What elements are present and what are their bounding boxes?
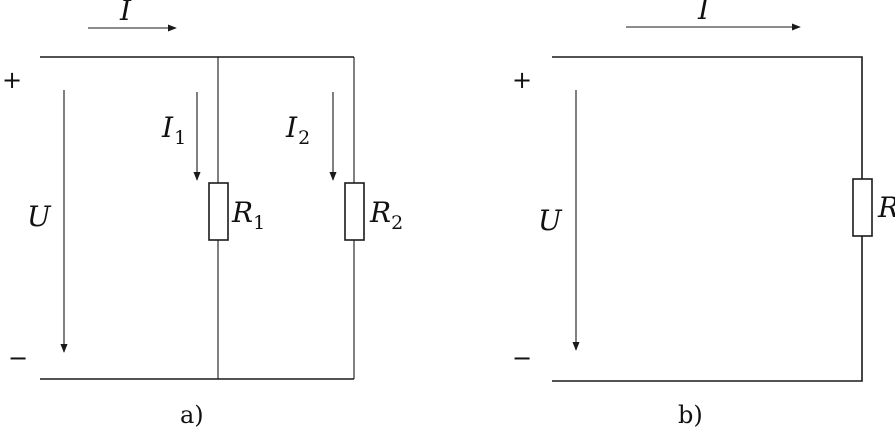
plus-terminal-a: +	[2, 66, 22, 94]
resistor-r-label: R	[877, 191, 895, 224]
minus-terminal-a: −	[8, 344, 28, 372]
caption-a: a)	[180, 401, 204, 429]
resistor-r1-label: R1	[231, 196, 265, 234]
diagram-b-equivalent-circuit: I R U + − b)	[512, 0, 895, 429]
resistor-r2	[344, 182, 365, 241]
minus-terminal-b: −	[512, 344, 532, 372]
branch-2-current-label: I2	[285, 111, 310, 149]
resistor-r2-label: R2	[369, 196, 403, 234]
diagram-a-parallel-circuit: I I1 I2 R1 R2 U + − a)	[2, 0, 403, 429]
plus-terminal-b: +	[512, 66, 532, 94]
loop-wire-b	[552, 56, 863, 382]
main-current-label-a: I	[119, 0, 132, 27]
resistor-r	[852, 178, 873, 237]
voltage-label-a: U	[27, 200, 52, 233]
caption-b: b)	[678, 401, 703, 429]
branch-1-current-label: I1	[161, 111, 186, 149]
main-current-label-b: I	[697, 0, 710, 26]
resistor-r1	[208, 182, 229, 241]
voltage-label-b: U	[538, 204, 563, 237]
